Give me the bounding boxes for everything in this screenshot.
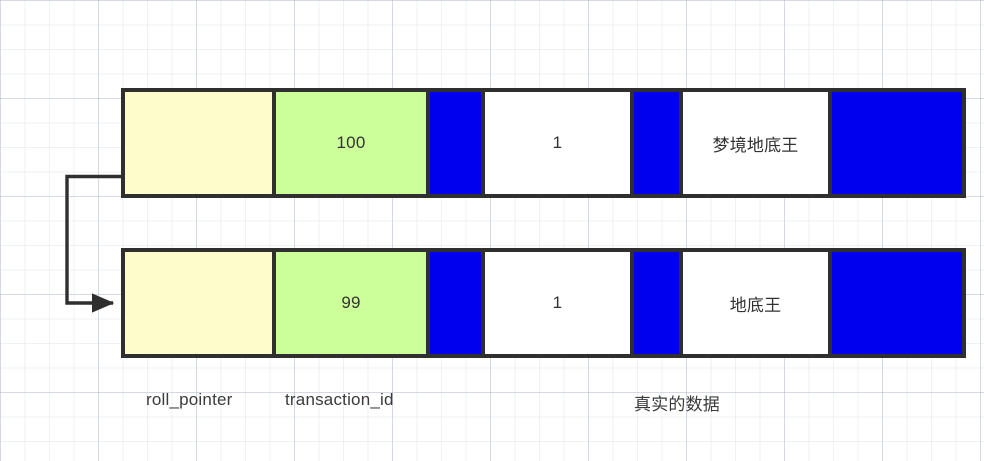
row0-hidden-column-b[interactable] [630, 92, 679, 194]
row0-transaction-id-cell[interactable]: 100 [272, 92, 426, 194]
undo-row-newer: 100 1 梦境地底王 [121, 88, 966, 198]
label-transaction-id: transaction_id [285, 390, 394, 409]
row0-data-id-cell[interactable]: 1 [481, 92, 630, 194]
row0-data-name-cell[interactable]: 梦境地底王 [679, 92, 828, 194]
row0-roll-pointer-cell[interactable] [125, 92, 272, 194]
row1-hidden-column-b[interactable] [630, 252, 679, 354]
row0-hidden-column-a[interactable] [426, 92, 481, 194]
row1-data-name-cell[interactable]: 地底王 [679, 252, 828, 354]
label-roll-pointer: roll_pointer [146, 390, 233, 409]
row1-data-id-value: 1 [552, 293, 563, 312]
row0-data-name-value: 梦境地底王 [712, 135, 799, 155]
undo-row-older: 99 1 地底王 [121, 248, 966, 358]
row0-hidden-column-c[interactable] [828, 92, 962, 194]
row1-transaction-id-value: 99 [341, 293, 361, 312]
label-real-data: 真实的数据 [634, 395, 720, 414]
row1-roll-pointer-cell[interactable] [125, 252, 272, 354]
roll-pointer-arrow-path [65, 174, 121, 313]
row1-data-id-cell[interactable]: 1 [481, 252, 630, 354]
row1-hidden-column-a[interactable] [426, 252, 481, 354]
row1-transaction-id-cell[interactable]: 99 [272, 252, 426, 354]
row0-data-id-value: 1 [552, 133, 563, 152]
row0-transaction-id-value: 100 [336, 133, 366, 152]
row1-data-name-value: 地底王 [729, 295, 782, 315]
row1-hidden-column-c[interactable] [828, 252, 962, 354]
